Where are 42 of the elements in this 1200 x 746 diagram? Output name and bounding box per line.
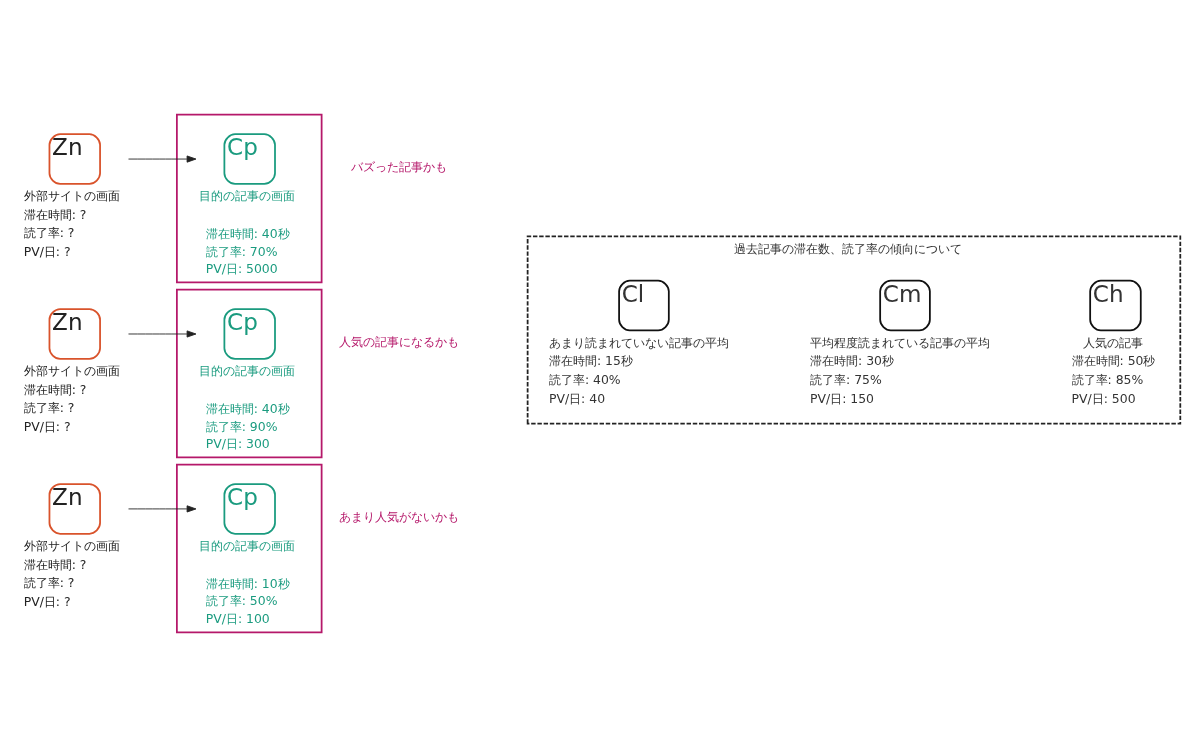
node-label: 読了率: ? [23,224,75,240]
node-label: あまり読まれていない記事の平均 [548,334,729,350]
node-label: PV/日: 40 [548,390,606,406]
node-label: バズった記事かも [351,158,448,174]
node-box: Zn [48,307,101,360]
node-label: 外部サイトの画面 [23,187,120,203]
node-label: 平均程度読まれている記事の平均 [810,334,991,350]
node-label: PV/日: 500 [1071,390,1136,406]
node-label: PV/日: ? [23,593,71,609]
arrow [128,504,197,512]
node-label: 目的の記事の画面 [198,537,295,553]
node-box: Ch [1089,279,1142,331]
node-box: Zn [48,132,101,185]
node-label: 外部サイトの画面 [23,362,120,378]
node-label: 読了率: ? [23,574,75,590]
node-label: 読了率: 75% [810,371,882,387]
node-box: Cp [223,132,276,185]
node-label: 読了率: 40% [548,371,621,387]
node-label: 目的の記事の画面 [198,187,295,203]
node-label: PV/日: ? [23,243,71,259]
node-label: 滞在時間: 30秒 [810,352,894,368]
node-box: Zn [48,482,101,535]
node-label: 読了率: ? [23,399,75,415]
arrow [128,329,197,338]
node-label: 人気の記事になるかも [339,333,460,349]
node-label: PV/日: 150 [810,390,875,406]
node-label: 外部サイトの画面 [23,537,120,553]
node-label: 目的の記事の画面 [198,362,295,378]
node-label: 滞在時間: 15秒 [548,352,633,368]
node-box: Cm [879,279,931,331]
arrow [128,155,197,163]
node-label: 滞在時間: ? [23,381,87,397]
node-label: PV/日: ? [23,418,71,434]
node-box: Cp [223,307,276,360]
node-label: 読了率: 85% [1071,371,1144,387]
node-label: 人気の記事 [1083,334,1144,350]
node-box: Cp [223,482,276,535]
node-box: Cl [618,279,670,331]
node-label: 滞在時間: 50秒 [1071,352,1156,368]
node-label: 滞在時間: ? [23,206,87,222]
node-label: 滞在時間: ? [23,556,87,572]
node-label: あまり人気がないかも [339,508,460,524]
